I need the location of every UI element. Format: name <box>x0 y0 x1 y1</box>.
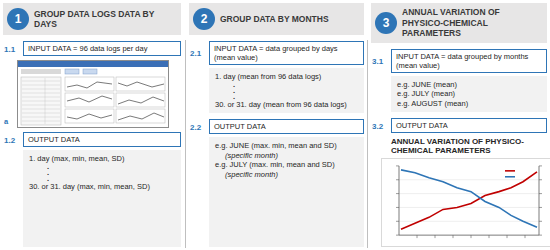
step-box: 1.2OUTPUT DATA <box>23 132 181 147</box>
toolbar-button <box>65 69 79 74</box>
list-line: 30. or 31. day (max, min, mean, SD) <box>29 182 175 192</box>
column-title: ANNUAL VARIATION OF PHYSICO-CHEMICAL PAR… <box>402 7 543 39</box>
step-text: OUTPUT DATA <box>396 121 542 130</box>
value-table <box>21 77 61 125</box>
step-box: 2.2OUTPUT DATA <box>209 119 364 134</box>
column-header: 3ANNUAL VARIATION OF PHYSICO-CHEMICAL PA… <box>371 3 547 43</box>
output-caption: ANNUAL VARIATION OF PHYSICO-CHEMICAL PAR… <box>391 137 547 155</box>
list-line: 1. day (mean from 96 data logs) <box>215 72 358 82</box>
plot-panel <box>116 93 165 107</box>
list-line: 30. or 31. day (mean from 96 data logs) <box>215 100 358 110</box>
step-number: 3 <box>375 12 397 34</box>
ellipsis-dot: . <box>29 164 175 170</box>
step-box: 1.1INPUT DATA = 96 data logs per day <box>23 41 181 56</box>
ellipsis-dot: . <box>29 170 175 176</box>
annual-variation-chart <box>381 158 550 247</box>
legend-blue-sample <box>505 176 515 178</box>
note-text: (specific month) <box>215 151 358 161</box>
step-text: OUTPUT DATA <box>28 135 176 144</box>
plot-panel <box>116 109 165 123</box>
step-box: 3.1INPUT DATA = data grouped by months (… <box>391 49 547 73</box>
step-box: 3.2OUTPUT DATA <box>391 118 547 133</box>
step-number: 1.2 <box>4 135 15 144</box>
step-text: INPUT DATA = data grouped by days (mean … <box>214 44 359 62</box>
list-line: 1. day (max, min, mean, SD) <box>29 154 175 164</box>
step-number: 3.2 <box>372 121 383 130</box>
note-text: (specific month) <box>215 170 358 180</box>
list-panel: 1. day (mean from 96 data logs)...30. or… <box>209 68 364 113</box>
ellipsis-dot: . <box>29 176 175 182</box>
separator-line <box>186 40 368 248</box>
step-number: 2 <box>193 8 215 30</box>
step-text: OUTPUT DATA <box>214 122 359 131</box>
grid-lines <box>399 180 539 222</box>
step-number: 1.1 <box>4 44 15 53</box>
step-text: INPUT DATA = 96 data logs per day <box>28 44 176 53</box>
ellipsis-dot: . <box>215 94 358 100</box>
table-rows <box>22 78 60 124</box>
ellipsis-dot: . <box>215 82 358 88</box>
title-bar <box>18 61 168 67</box>
list-line: e.g. JUNE (mean) <box>397 80 541 90</box>
blue-series-line <box>401 170 537 227</box>
column-title: GROUP DATA BY MONTHS <box>220 14 329 25</box>
axis-ticks <box>396 166 542 238</box>
step-number: 2.2 <box>190 122 201 131</box>
column-header: 1GROUP DATA LOGS DATA BY DAYS <box>3 3 181 35</box>
step-number: 2.1 <box>190 49 201 58</box>
list-panel: e.g. JUNE (mean)e.g. JULY (mean)e.g. AUG… <box>391 76 547 113</box>
step-text: INPUT DATA = data grouped by months (mea… <box>396 52 542 70</box>
figure-label: a <box>4 117 8 126</box>
list-panel: e.g. JUNE (max. min, mean and SD)(specif… <box>209 137 364 247</box>
red-series-line <box>401 172 537 229</box>
step-number: 1 <box>7 8 29 30</box>
plot-panel <box>65 77 114 91</box>
software-screenshot <box>17 60 169 128</box>
list-panel: 1. day (max, min, mean, SD)...30. or 31.… <box>23 150 181 247</box>
plot-panel <box>116 77 165 91</box>
plot-lines <box>67 82 164 120</box>
chart-axes <box>399 166 539 235</box>
list-line: e.g. JULY (max. min, mean and SD) <box>215 160 358 170</box>
plot-panel <box>65 109 114 123</box>
column-header: 2 GROUP DATA BY MONTHS <box>189 3 364 35</box>
chart-ground <box>382 158 550 246</box>
toolbar <box>21 69 61 74</box>
window-frame <box>18 61 169 128</box>
toolbar-button <box>83 69 97 74</box>
step-number: 3.1 <box>372 56 383 65</box>
ellipsis-dot: . <box>215 88 358 94</box>
step-box: 2.1INPUT DATA = data grouped by days (me… <box>209 41 364 65</box>
list-line: e.g. JUNE (max. min, mean and SD) <box>215 141 358 151</box>
legend-red-sample <box>505 170 515 172</box>
column-title: GROUP DATA LOGS DATA BY DAYS <box>34 9 177 30</box>
list-line: e.g. JULY (mean) <box>397 89 541 99</box>
list-line: e.g. AUGUST (mean) <box>397 99 541 109</box>
